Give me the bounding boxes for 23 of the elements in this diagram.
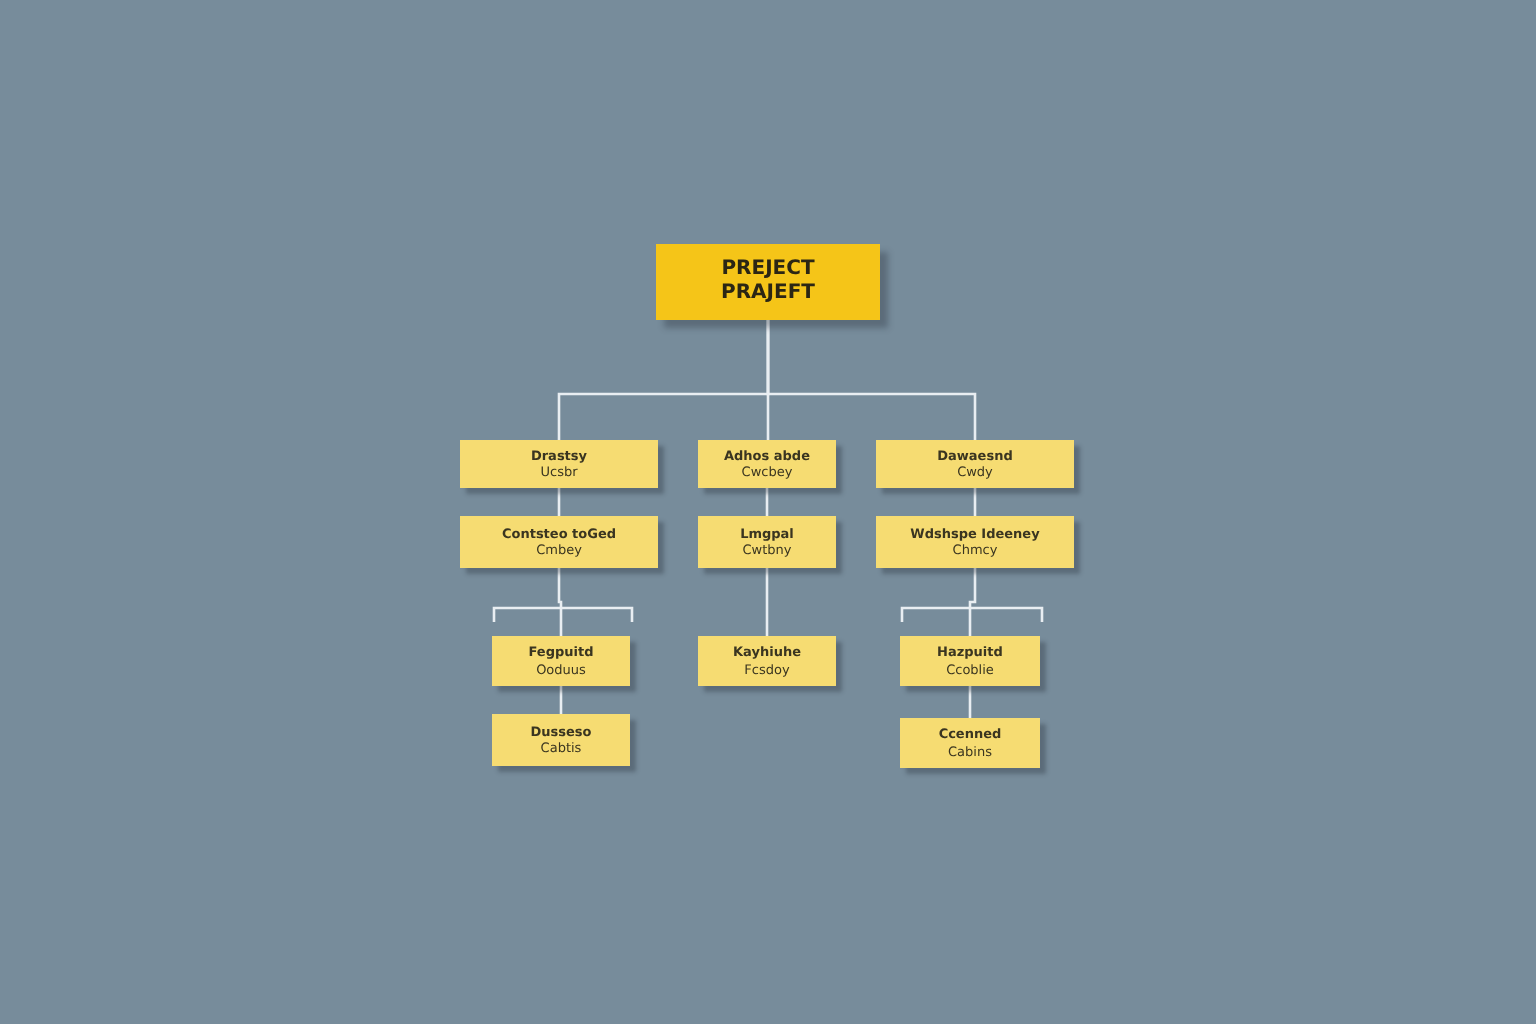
root-label: PREJECT xyxy=(721,258,815,282)
connector-line xyxy=(968,568,977,636)
connector-line xyxy=(559,686,563,714)
connector-line xyxy=(765,488,769,516)
org-box xyxy=(698,440,836,488)
org-box xyxy=(876,440,1074,488)
org-box xyxy=(876,516,1074,568)
org-box xyxy=(900,636,1040,686)
connector-line xyxy=(765,568,769,636)
org-box xyxy=(492,636,630,686)
org-box xyxy=(698,516,836,568)
root-box xyxy=(656,244,880,320)
org-box xyxy=(460,516,658,568)
connector-line xyxy=(557,568,563,636)
connector-line xyxy=(968,686,972,718)
connector-line xyxy=(973,488,977,516)
root-label: PRAJEFT xyxy=(721,282,815,306)
connector-line xyxy=(766,320,977,440)
org-box xyxy=(900,718,1040,768)
connector-line xyxy=(557,488,561,516)
org-box xyxy=(460,440,658,488)
org-box xyxy=(492,714,630,766)
org-box xyxy=(698,636,836,686)
